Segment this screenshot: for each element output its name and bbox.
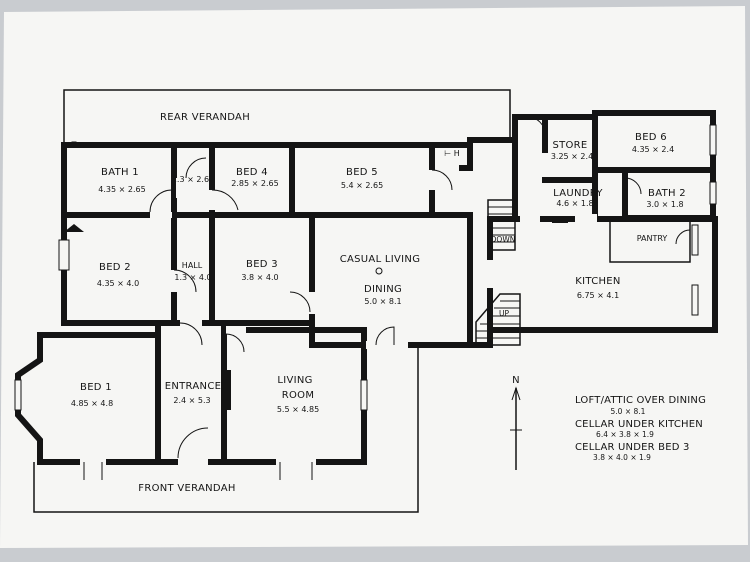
bed2-fireplace — [64, 224, 84, 232]
kitchen-chimney — [552, 216, 568, 223]
dim-hall: 1.3 × 4.0 — [174, 273, 211, 282]
note-cellar-bed3-dim: 3.8 × 4.0 × 1.9 — [593, 453, 651, 462]
note-loft: LOFT/ATTIC OVER DINING — [575, 395, 706, 406]
door-swings — [83, 116, 691, 480]
north-label: N — [512, 375, 520, 386]
dim-hall-top: 1.3 × 2.65 — [172, 175, 214, 184]
label-bath1: BATH 1 — [101, 167, 139, 178]
label-dining: DINING — [364, 284, 402, 295]
label-stair-up: UP — [499, 309, 509, 318]
dim-bed6: 4.35 × 2.4 — [632, 145, 674, 154]
dim-laundry: 4.6 × 1.8 — [556, 199, 593, 208]
label-laundry: LAUNDRY — [553, 188, 603, 199]
label-living-room: ROOM — [282, 390, 315, 401]
door-mark: ⊢ H — [444, 149, 460, 158]
dim-bed2: 4.35 × 4.0 — [97, 279, 139, 288]
light-fitting-icon — [375, 267, 383, 275]
label-casual-living: CASUAL LIVING — [340, 254, 421, 265]
dim-kitchen: 6.75 × 4.1 — [577, 291, 619, 300]
label-bed1: BED 1 — [80, 382, 112, 393]
label-hall: HALL — [182, 261, 203, 270]
living-fireplace — [224, 370, 231, 410]
label-bed6: BED 6 — [635, 132, 667, 143]
label-entrance: ENTRANCE — [165, 381, 221, 392]
paper-sheet — [0, 6, 748, 548]
notes: LOFT/ATTIC OVER DINING 5.0 × 8.1 CELLAR … — [575, 395, 706, 462]
dim-bed3: 3.8 × 4.0 — [241, 273, 278, 282]
bed3-walls — [209, 212, 315, 326]
dim-bed4: 2.85 × 2.65 — [231, 179, 278, 188]
note-cellar-kitchen: CELLAR UNDER KITCHEN — [575, 419, 703, 430]
label-store: STORE — [552, 140, 587, 151]
label-rear-verandah: REAR VERANDAH — [160, 112, 250, 123]
dim-bath2: 3.0 × 1.8 — [646, 200, 683, 209]
front-verandah-outline — [33, 345, 419, 513]
fireplaces — [64, 216, 568, 410]
dim-living: 5.5 × 4.85 — [277, 405, 319, 414]
label-kitchen: KITCHEN — [575, 276, 620, 287]
note-loft-dim: 5.0 × 8.1 — [611, 407, 646, 416]
label-pantry: PANTRY — [637, 234, 668, 243]
label-front-verandah: FRONT VERANDAH — [138, 483, 235, 494]
dim-bath1: 4.35 × 2.65 — [98, 185, 145, 194]
label-bed2: BED 2 — [99, 262, 131, 273]
dim-bed1: 4.85 × 4.8 — [71, 399, 113, 408]
dim-store: 3.25 × 2.4 — [551, 152, 593, 161]
label-bed5: BED 5 — [346, 167, 378, 178]
dim-dining: 5.0 × 8.1 — [364, 297, 401, 306]
label-bed3: BED 3 — [246, 259, 278, 270]
label-bath2: BATH 2 — [648, 188, 686, 199]
dim-entrance: 2.4 × 5.3 — [173, 396, 210, 405]
label-living: LIVING — [277, 375, 312, 386]
note-cellar-kitchen-dim: 6.4 × 3.8 × 1.9 — [596, 430, 654, 439]
dim-bed5: 5.4 × 2.65 — [341, 181, 383, 190]
rear-verandah-outline — [63, 89, 511, 145]
label-bed4: BED 4 — [236, 167, 268, 178]
pantry-walls — [609, 219, 691, 263]
dining-walls — [309, 212, 473, 348]
door-openings — [80, 170, 597, 466]
note-cellar-bed3: CELLAR UNDER BED 3 — [575, 442, 690, 453]
label-stair-down: DOWN — [491, 235, 516, 244]
north-arrow-icon — [510, 386, 522, 470]
windows — [14, 124, 717, 411]
stairs-down — [487, 199, 516, 251]
back-entry-walls — [429, 142, 473, 171]
room-labels: REAR VERANDAH BATH 1 4.35 × 2.65 1.3 × 2… — [71, 112, 686, 494]
kitchen-walls — [487, 216, 718, 333]
stairs-up — [475, 293, 521, 346]
